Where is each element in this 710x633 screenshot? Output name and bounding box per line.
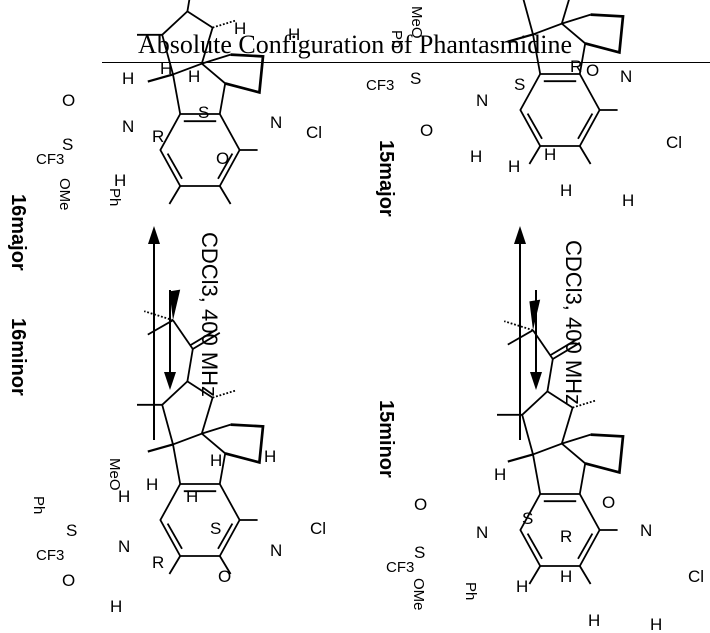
atom-o: O — [602, 493, 615, 512]
atom-h: H — [122, 69, 134, 88]
atom-ph: Ph — [106, 188, 123, 206]
atom-s: S — [210, 519, 221, 538]
atom-h: H — [622, 191, 634, 210]
atom-s: S — [410, 69, 421, 88]
atom-h: H — [234, 19, 246, 38]
atom-ph: Ph — [462, 582, 479, 600]
title-underline — [102, 62, 710, 63]
atom-o: O — [62, 571, 75, 590]
atom-n: N — [640, 521, 652, 540]
atom-meo: MeO — [106, 458, 123, 491]
atom-h: H — [588, 611, 600, 630]
atom-s: S — [62, 135, 73, 154]
atom-h: H — [516, 577, 528, 596]
atom-h: H — [264, 447, 276, 466]
atom-ome: OMe — [56, 178, 73, 211]
atom-h: H — [110, 597, 122, 616]
atom-r: R — [570, 57, 582, 76]
atom-h: H — [186, 487, 198, 506]
equilibrium-arrows-right — [514, 226, 542, 440]
atom-o: O — [216, 149, 229, 168]
atom-o: O — [414, 495, 427, 514]
atom-n: N — [476, 91, 488, 110]
atom-cl: Cl — [688, 567, 704, 586]
atom-h: H — [118, 487, 130, 506]
label-16major: 16major — [7, 194, 29, 271]
conditions-right: CDCl3, 400 MHz — [561, 240, 586, 405]
atom-cf3: CF3 — [36, 151, 64, 168]
atom-cf3: CF3 — [36, 547, 64, 564]
atom-h: H — [114, 171, 126, 190]
equilibrium-arrows-left — [148, 226, 176, 440]
atom-cl: Cl — [310, 519, 326, 538]
atom-h: H — [494, 465, 506, 484]
atom-h: H — [560, 567, 572, 586]
atom-s: S — [414, 543, 425, 562]
atom-n: N — [476, 523, 488, 542]
atom-r: R — [152, 553, 164, 572]
atom-n: N — [620, 67, 632, 86]
atom-cf3: CF3 — [386, 559, 414, 576]
atom-s: S — [514, 75, 525, 94]
atom-h: H — [210, 451, 222, 470]
atom-ph: Ph — [388, 30, 405, 48]
atom-n: N — [270, 113, 282, 132]
atom-h: H — [560, 181, 572, 200]
label-15major: 15major — [375, 140, 397, 217]
atom-o: O — [586, 61, 599, 80]
atom-o: O — [218, 567, 231, 586]
atom-h: H — [650, 615, 662, 633]
atom-h: H — [470, 147, 482, 166]
atom-s: S — [198, 103, 209, 122]
atom-cf3: CF3 — [366, 77, 394, 94]
atom-h: H — [288, 25, 300, 44]
atom-n: N — [118, 537, 130, 556]
atom-r: R — [152, 127, 164, 146]
atom-h: H — [544, 145, 556, 164]
page-title: Absolute Configuration of Phantasmidine — [137, 30, 572, 59]
atom-cl: Cl — [666, 133, 682, 152]
atom-r: R — [560, 527, 572, 546]
atom-h: H — [146, 475, 158, 494]
atom-h: H — [160, 59, 172, 78]
atom-s: S — [522, 509, 533, 528]
atom-o: O — [420, 121, 433, 140]
atom-h: H — [508, 157, 520, 176]
conditions-left: CDCl3, 400 MHz — [197, 232, 222, 397]
atom-cl: Cl — [306, 123, 322, 142]
atom-n: N — [270, 541, 282, 560]
atom-s: S — [66, 521, 77, 540]
atom-ome: OMe — [410, 578, 427, 611]
atom-ph: Ph — [30, 496, 47, 514]
atom-h: H — [188, 67, 200, 86]
label-16minor: 16minor — [7, 318, 29, 396]
atom-meo: MeO — [408, 6, 425, 39]
label-15minor: 15minor — [375, 400, 397, 478]
atom-o: O — [62, 91, 75, 110]
atom-n: N — [122, 117, 134, 136]
